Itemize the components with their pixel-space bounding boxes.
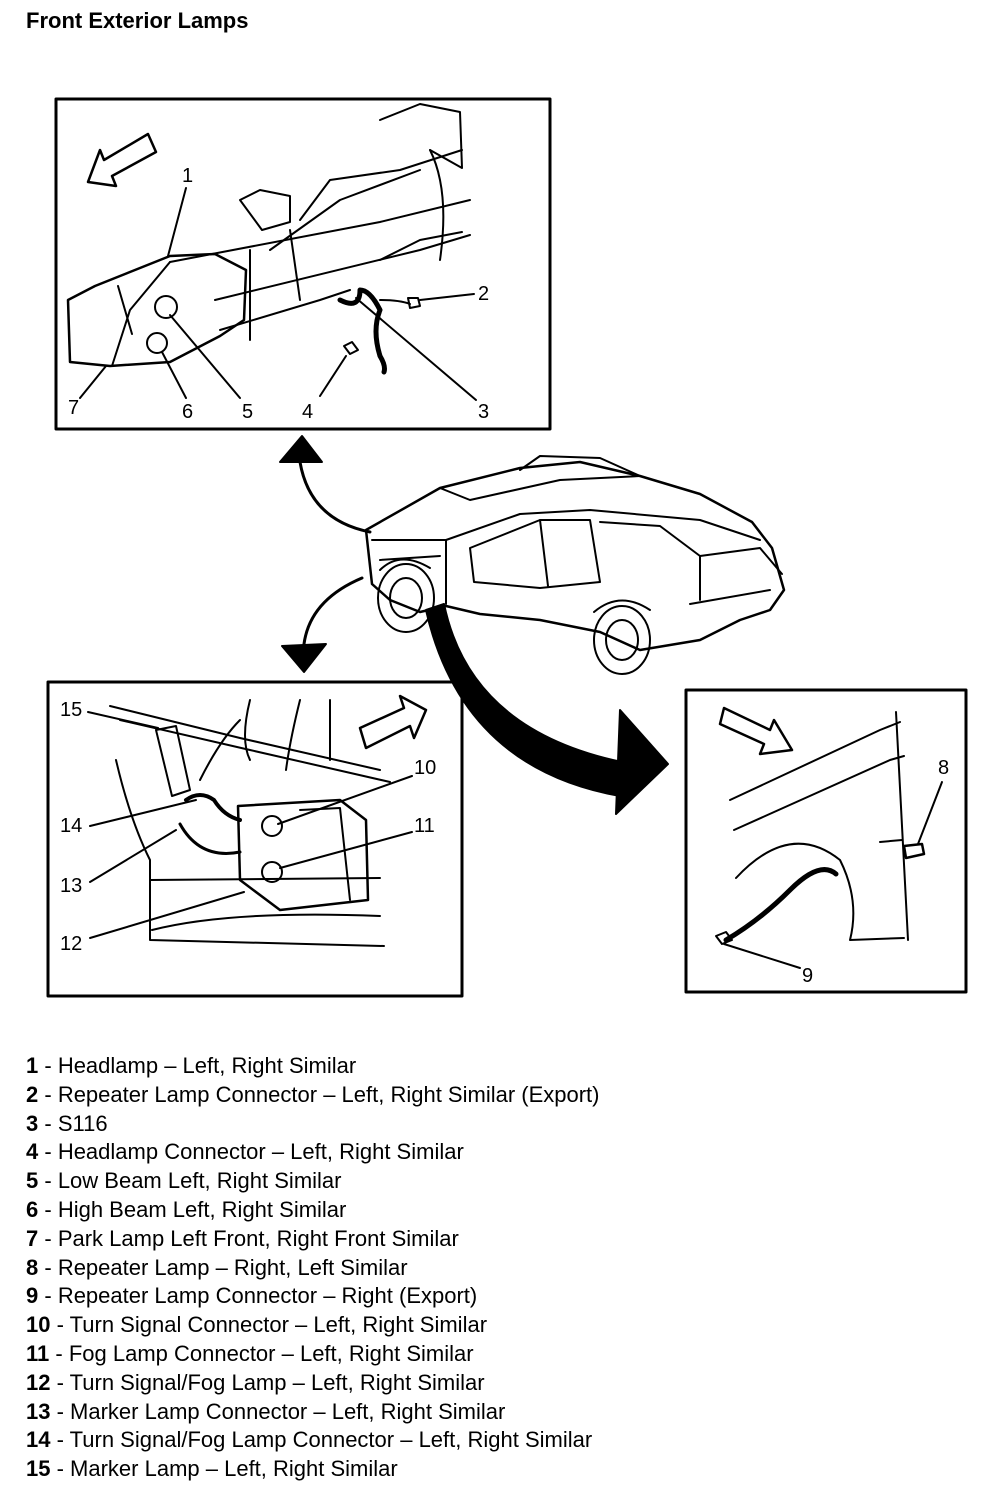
callout-3: 3 <box>478 401 489 423</box>
legend-item: 14 - Turn Signal/Fog Lamp Connector – Le… <box>26 1427 593 1453</box>
forward-direction-arrow-2 <box>358 694 428 750</box>
forward-direction-arrow <box>86 132 158 188</box>
rear-wheel <box>593 605 651 675</box>
callout-6: 6 <box>182 401 193 423</box>
callout-9: 9 <box>802 965 813 987</box>
callout-7: 7 <box>68 397 79 419</box>
fog-lamp-inset <box>46 680 464 998</box>
legend-item: 9 - Repeater Lamp Connector – Right (Exp… <box>26 1283 478 1309</box>
callout-11: 11 <box>414 815 435 837</box>
front-wheel <box>377 563 435 633</box>
repeater-lamp-inset <box>684 688 968 994</box>
callout-8: 8 <box>938 757 949 779</box>
callout-4: 4 <box>302 401 313 423</box>
high-beam-lamp <box>146 332 168 354</box>
callout-13: 13 <box>60 875 82 897</box>
legend-item: 13 - Marker Lamp Connector – Left, Right… <box>26 1398 506 1424</box>
legend-item: 11 - Fog Lamp Connector – Left, Right Si… <box>26 1340 474 1366</box>
pointer-arrow-top <box>298 460 372 534</box>
legend-item: 1 - Headlamp – Left, Right Similar <box>26 1053 357 1078</box>
legend-item: 7 - Park Lamp Left Front, Right Front Si… <box>26 1225 459 1251</box>
callout-5: 5 <box>242 401 253 423</box>
legend-item: 2 - Repeater Lamp Connector – Left, Righ… <box>26 1081 600 1107</box>
headlamp <box>66 252 248 368</box>
legend-item: 3 - S116 <box>26 1110 108 1136</box>
low-beam-lamp <box>154 295 178 319</box>
callout-10: 10 <box>414 757 436 779</box>
lamp-location-diagram: 1 2 3 4 5 6 7 <box>46 97 968 998</box>
callout-1: 1 <box>182 165 193 187</box>
repeater-lamp <box>902 842 926 860</box>
callout-15: 15 <box>60 699 82 721</box>
legend-item: 12 - Turn Signal/Fog Lamp – Left, Right … <box>26 1369 485 1395</box>
legend-item: 4 - Headlamp Connector – Left, Right Sim… <box>26 1139 464 1165</box>
headlamp-inset <box>54 97 552 431</box>
forward-direction-arrow-3 <box>718 706 794 756</box>
page-title: Front Exterior Lamps <box>26 8 249 33</box>
legend: 1 - Headlamp – Left, Right Similar 2 - R… <box>26 1052 600 1484</box>
legend-item: 8 - Repeater Lamp – Right, Left Similar <box>26 1254 408 1280</box>
legend-item: 10 - Turn Signal Connector – Left, Right… <box>26 1312 488 1338</box>
callout-2: 2 <box>478 283 489 305</box>
legend-item: 6 - High Beam Left, Right Similar <box>26 1196 347 1222</box>
marker-lamp <box>155 725 191 797</box>
legend-item: 5 - Low Beam Left, Right Similar <box>26 1168 342 1194</box>
legend-item: 15 - Marker Lamp – Left, Right Similar <box>26 1456 398 1482</box>
pointer-arrow-bottom-left <box>302 576 364 646</box>
repeater-lamp-connector <box>715 931 733 945</box>
vehicle-overview <box>279 435 786 815</box>
repeater-connector <box>407 297 421 309</box>
headlamp-connector <box>343 341 359 355</box>
repeater-harness <box>723 867 839 943</box>
callout-12: 12 <box>60 933 82 955</box>
callout-14: 14 <box>60 815 82 837</box>
pointer-arrow-right <box>425 603 623 797</box>
turn-signal-fog-lamp <box>236 798 370 912</box>
